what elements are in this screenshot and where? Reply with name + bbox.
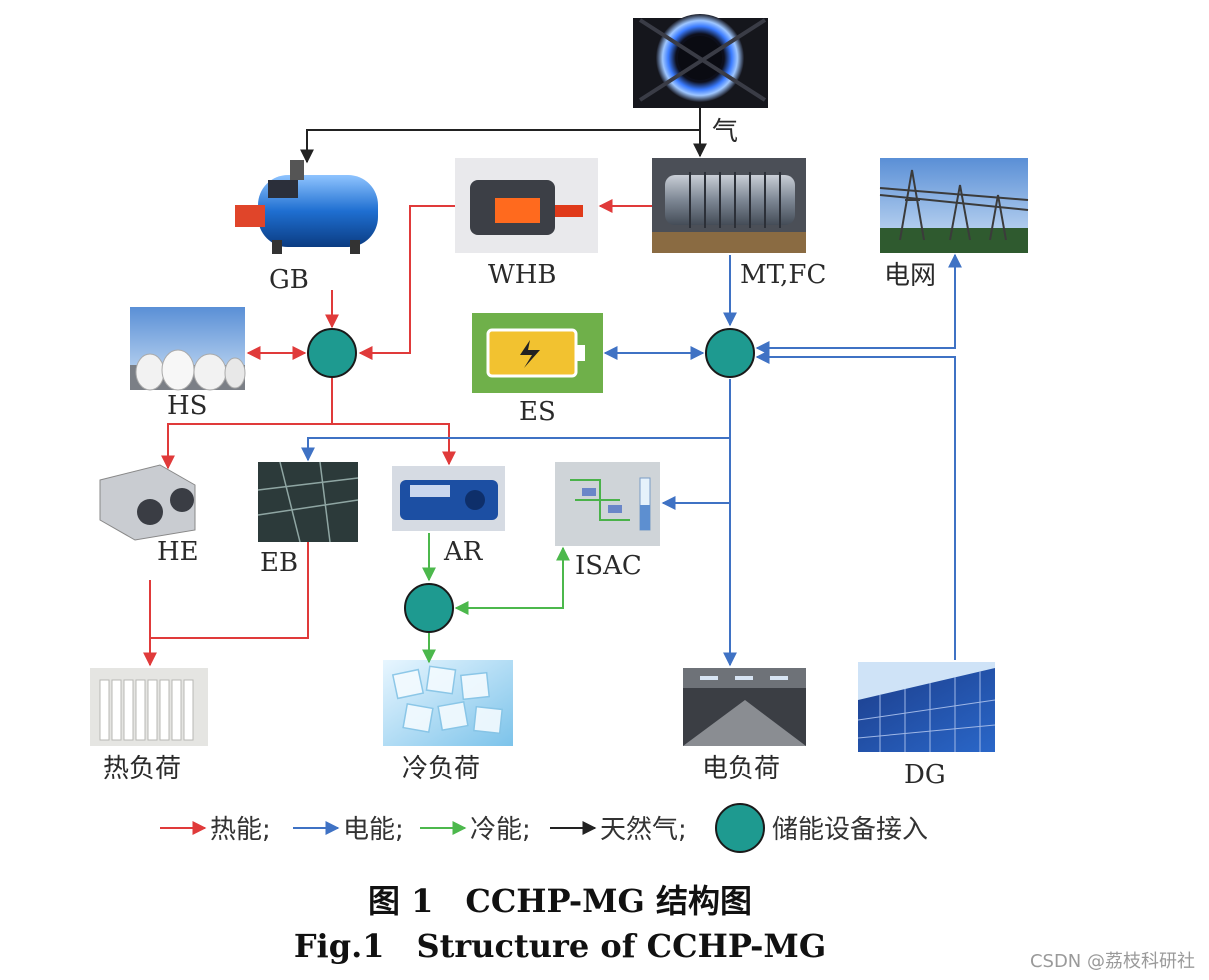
heat-storage-node <box>307 328 357 378</box>
cold-storage-node <box>404 583 454 633</box>
legend-gas-label: 天然气; <box>600 815 687 845</box>
elec-line-to-eb <box>301 437 730 462</box>
legend-storage-label: 储能设备接入 <box>772 815 928 845</box>
ice-storage-ac-icon <box>555 462 660 546</box>
radiator-icon <box>90 668 208 746</box>
mtfc-label: MT,FC <box>740 260 826 290</box>
electric-boiler-icon <box>257 461 359 543</box>
csdn-watermark: CSDN @荔枝科研社 <box>1030 951 1195 972</box>
electric-load-hall-icon <box>683 668 806 746</box>
caption-chinese: 图 1 CCHP-MG 结构图 <box>368 882 752 920</box>
es-label: ES <box>519 397 556 427</box>
legend-storage-node <box>715 803 765 853</box>
component-labels: 气 GB WHB MT,FC 电网 HS ES HE EB AR ISAC 热负… <box>103 117 946 790</box>
he-label: HE <box>157 537 199 567</box>
heat-line-whb-to-node <box>358 205 455 360</box>
gas-lines <box>300 108 707 164</box>
heat-storage-tanks-icon <box>130 307 246 391</box>
gas-label: 气 <box>712 117 738 147</box>
micro-turbine-icon <box>652 158 806 253</box>
battery-icon <box>472 313 603 393</box>
gas-flame-icon <box>633 14 768 108</box>
gas-boiler-icon <box>235 160 378 254</box>
heat-line-to-ar <box>332 423 456 466</box>
cold-load-label: 冷负荷 <box>402 754 480 784</box>
eb-label: EB <box>260 548 298 578</box>
heat-lines <box>143 199 652 667</box>
power-grid-icon <box>879 158 1029 253</box>
legend-elec-label: 电能; <box>343 815 404 845</box>
absorption-refrigerator-icon <box>392 466 505 531</box>
heat-load-label: 热负荷 <box>103 754 181 784</box>
legend-heat-label: 热能; <box>210 815 271 845</box>
legend: 热能; 电能; 冷能; 天然气; 储能设备接入 <box>160 803 928 853</box>
solar-panel-icon <box>857 662 996 752</box>
elec-line-grid-node <box>755 253 962 355</box>
heat-line-node-down <box>161 378 333 470</box>
dg-label: DG <box>904 760 946 790</box>
isac-label: ISAC <box>575 551 642 581</box>
hs-label: HS <box>167 391 208 421</box>
elec-line-dg-to-node <box>755 350 956 660</box>
ar-label: AR <box>443 537 484 567</box>
heat-line-eb-to-load <box>150 542 309 639</box>
storage-nodes <box>307 328 755 633</box>
heat-exchanger-icon <box>95 462 196 541</box>
elec-storage-node <box>705 328 755 378</box>
waste-heat-boiler-icon <box>455 158 598 253</box>
caption-english: Fig.1 Structure of CCHP-MG <box>294 927 826 965</box>
ice-cubes-icon <box>383 660 513 746</box>
legend-cold-label: 冷能; <box>470 815 531 845</box>
elec-load-label: 电负荷 <box>702 754 780 784</box>
cold-line-isac-node <box>454 546 570 615</box>
cold-lines <box>422 533 570 664</box>
gas-line-to-gb <box>300 108 701 164</box>
grid-label: 电网 <box>884 261 936 291</box>
elec-lines <box>301 253 962 667</box>
whb-label: WHB <box>488 260 557 290</box>
gb-label: GB <box>269 265 309 295</box>
